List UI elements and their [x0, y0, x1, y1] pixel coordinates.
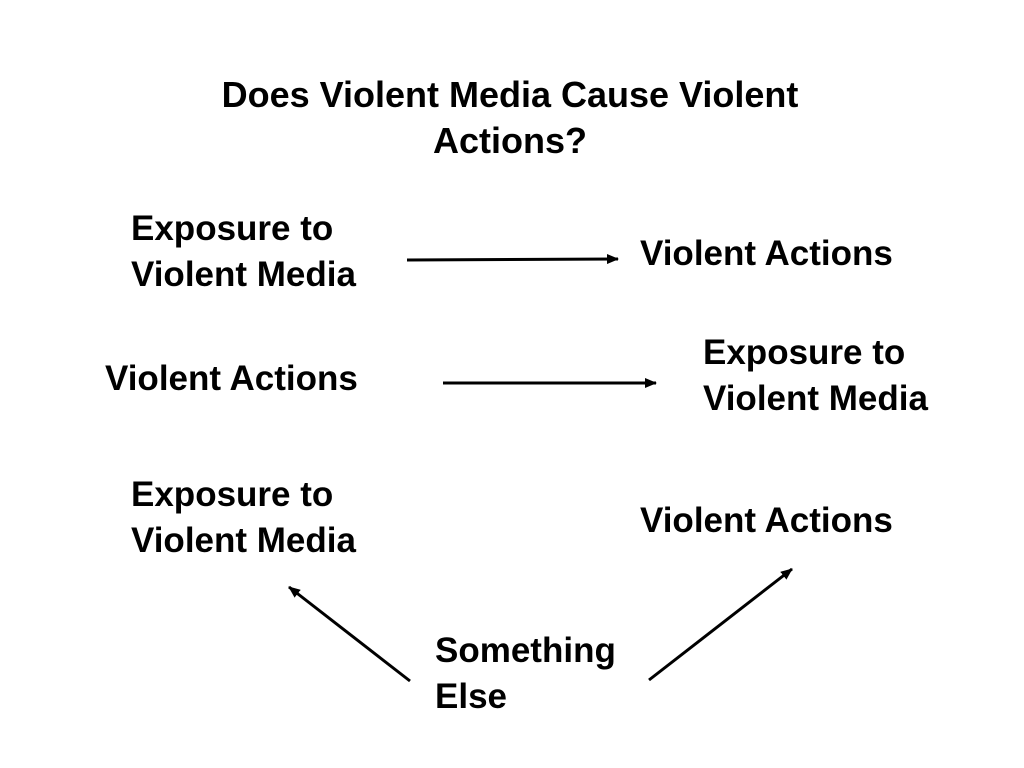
row1-right-arrow	[406, 254, 619, 265]
label-line: Exposure to	[131, 209, 334, 248]
row2-cause-label: Violent Actions	[105, 356, 358, 402]
label-line: Exposure to	[131, 475, 334, 514]
label-line: Exposure to	[703, 333, 906, 372]
row3-up-left-arrow	[288, 585, 411, 683]
row3-up-right-arrow	[648, 567, 793, 682]
row3-effect-right-label: Violent Actions	[640, 498, 893, 544]
label-line: Something	[435, 631, 616, 670]
label-line: Violent Actions	[640, 501, 893, 540]
row1-cause-label: Exposure to Violent Media	[131, 206, 356, 298]
label-line: Violent Actions	[640, 234, 893, 273]
row2-effect-label: Exposure to Violent Media	[703, 330, 928, 422]
label-line: Violent Media	[131, 255, 356, 294]
row3-effect-left-label: Exposure to Violent Media	[131, 472, 356, 564]
label-line: Violent Actions	[105, 359, 358, 398]
label-line: Else	[435, 677, 507, 716]
row1-effect-label: Violent Actions	[640, 231, 893, 277]
label-line: Violent Media	[131, 521, 356, 560]
slide-title: Does Violent Media Cause Violent Actions…	[221, 74, 799, 161]
label-line: Violent Media	[703, 379, 928, 418]
row3-common-cause-label: Something Else	[435, 628, 616, 720]
